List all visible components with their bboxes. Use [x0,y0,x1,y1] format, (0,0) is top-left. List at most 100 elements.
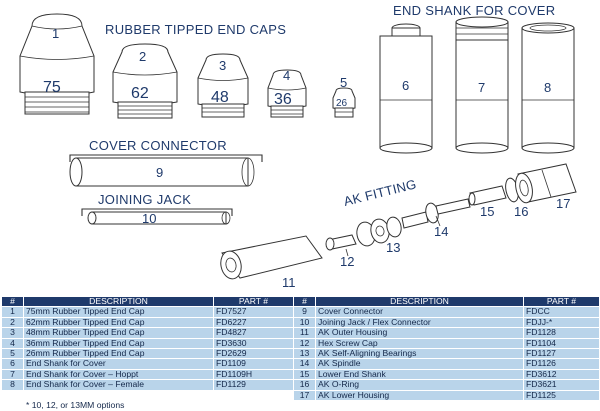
callout-2: 2 [139,49,146,64]
joining-jack-tube [87,211,231,225]
callout-7: 7 [478,80,485,95]
ak-hex-screw-cap [325,234,357,251]
cap-size-48: 48 [211,89,229,106]
ak-lower-end-shank [468,185,507,206]
header-description-left: DESCRIPTION [23,295,214,308]
row-description: 48mm Rubber Tipped End Cap [23,327,214,339]
table-row: 2 62mm Rubber Tipped End Cap FD6227 10 J… [1,316,600,329]
row-description: AK Lower Housing [315,389,524,402]
section-title-ak-fitting: AK FITTING [342,176,418,209]
row-part: FDJJ-* [523,316,600,329]
callout-6: 6 [402,78,409,93]
table-header-row: # DESCRIPTION PART # # DESCRIPTION PART … [1,295,600,308]
section-title-end-caps: RUBBER TIPPED END CAPS [105,22,286,37]
row-num: 1 [1,306,24,318]
row-part: FD1129 [213,379,294,391]
cap-size-26: 26 [336,98,348,109]
row-part-empty [213,389,294,402]
row-description: End Shank for Cover [23,358,214,370]
end-cap-48mm [197,53,249,118]
end-cap-75mm [19,13,95,115]
row-description: 36mm Rubber Tipped End Cap [23,337,214,350]
callout-13: 13 [386,240,400,255]
callout-12: 12 [340,254,354,269]
row-part: FD1127 [523,348,600,360]
callout-14: 14 [434,224,448,239]
row-num: 15 [293,368,316,381]
row-part: FD1128 [523,327,600,339]
row-description: End Shank for Cover – Female [23,379,214,391]
row-part: FD1104 [523,337,600,350]
row-part: FD2629 [213,348,294,360]
row-num: 4 [1,337,24,350]
row-num: 14 [293,358,316,370]
row-num: 10 [293,316,316,329]
row-num: 9 [293,306,316,318]
row-description-empty [23,389,214,402]
row-description: AK Outer Housing [315,327,524,339]
row-num: 11 [293,327,316,339]
header-description-right: DESCRIPTION [315,295,524,308]
end-cap-36mm [267,69,307,118]
row-description: Cover Connector [315,306,524,318]
joining-jack-bracket [81,208,233,216]
callout-4: 4 [283,68,290,83]
end-shank-8-female [521,22,575,154]
row-part: FD1125 [523,389,600,402]
row-part: FD3621 [523,379,600,391]
row-part: FD1126 [523,358,600,370]
table-row: 8 End Shank for Cover – Female FD1129 16… [1,379,600,391]
row-part: FD4827 [213,327,294,339]
end-shank-6 [379,23,433,154]
ak-lower-housing [515,163,577,204]
section-title-cover-connector: COVER CONNECTOR [89,138,227,153]
row-description: End Shank for Cover – Hoppt [23,368,214,381]
row-num: 2 [1,316,24,329]
cover-connector-tube [69,157,255,187]
callout-8: 8 [544,80,551,95]
row-description: 75mm Rubber Tipped End Cap [23,306,214,318]
callout-3: 3 [219,58,226,73]
end-cap-62mm [112,43,178,119]
row-num: 12 [293,337,316,350]
table-row: 7 End Shank for Cover – Hoppt FD1109H 15… [1,368,600,381]
row-description: Joining Jack / Flex Connector [315,316,524,329]
row-description: AK O-Ring [315,379,524,391]
ak-self-aligning-bearings [356,216,402,247]
section-title-end-shank: END SHANK FOR COVER [393,3,555,18]
row-description: 26mm Rubber Tipped End Cap [23,348,214,360]
row-num: 13 [293,348,316,360]
footnote: * 10, 12, or 13MM options [1,400,294,411]
end-cap-26mm [332,87,356,118]
table-row: 6 End Shank for Cover FD1109 14 AK Spind… [1,358,600,370]
row-num-empty [1,389,24,402]
callout-16: 16 [514,204,528,219]
callout-5: 5 [340,75,347,90]
row-description: Lower End Shank [315,368,524,381]
row-description: AK Spindle [315,358,524,370]
row-part: FDCC [523,306,600,318]
callout-10: 10 [142,211,156,226]
parts-sheet: RUBBER TIPPED END CAPS 1 75 2 62 3 48 [1,3,600,411]
table-row: 5 26mm Rubber Tipped End Cap FD2629 13 A… [1,348,600,360]
row-num: 16 [293,379,316,391]
table-row: 4 36mm Rubber Tipped End Cap FD3630 12 H… [1,337,600,350]
row-part: FD3612 [523,368,600,381]
cover-connector-bracket [69,154,263,162]
parts-diagram: RUBBER TIPPED END CAPS 1 75 2 62 3 48 [19,3,577,290]
table-row: 17 AK Lower Housing FD1125 [1,389,600,402]
row-part: FD3630 [213,337,294,350]
row-part: FD1109H [213,368,294,381]
section-title-joining-jack: JOINING JACK [98,192,191,207]
row-description: AK Self-Aligning Bearings [315,348,524,360]
end-shank-7-hoppt [455,16,509,154]
row-num: 7 [1,368,24,381]
callout-15: 15 [480,204,494,219]
table-row: 1 75mm Rubber Tipped End Cap FD7527 9 Co… [1,306,600,318]
ak-outer-housing [220,235,323,280]
cap-size-62: 62 [131,85,149,102]
row-num: 8 [1,379,24,391]
row-part: FD1109 [213,358,294,370]
cap-size-36: 36 [274,91,292,108]
header-num-left: # [1,295,24,308]
